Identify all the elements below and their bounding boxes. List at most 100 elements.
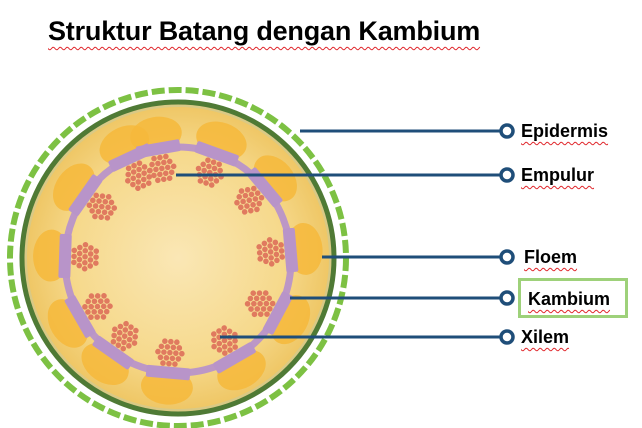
xylem-cell bbox=[141, 170, 147, 176]
xylem-cell bbox=[82, 259, 88, 266]
xylem-cell bbox=[93, 248, 100, 254]
xylem-cell bbox=[121, 333, 128, 339]
xylem-cell bbox=[105, 194, 112, 200]
xylem-cluster bbox=[110, 320, 139, 352]
xylem-cell bbox=[164, 344, 171, 350]
xylem-cell bbox=[153, 166, 159, 173]
xylem-cell bbox=[92, 213, 98, 220]
xylem-cell bbox=[101, 209, 108, 216]
xylem-cell bbox=[107, 303, 113, 309]
xylem-cell bbox=[151, 155, 157, 162]
xylem-cell bbox=[238, 204, 244, 211]
xylem-cell bbox=[247, 295, 254, 302]
xylem-cell bbox=[258, 194, 265, 201]
xylem-cell bbox=[240, 198, 246, 205]
xylem-cell bbox=[130, 175, 137, 182]
cambium-segment bbox=[194, 141, 239, 167]
xylem-cell bbox=[155, 160, 161, 167]
callout-dot-icon bbox=[499, 249, 515, 265]
xylem-cell bbox=[170, 163, 177, 170]
xylem-cell bbox=[176, 345, 183, 351]
xylem-cell bbox=[244, 186, 251, 193]
xylem-cell bbox=[112, 326, 118, 333]
xylem-cell bbox=[200, 161, 207, 168]
xylem-cell bbox=[102, 198, 109, 205]
xylem-cell bbox=[91, 298, 98, 305]
xylem-cell bbox=[179, 350, 185, 357]
xylem-cell bbox=[174, 339, 180, 346]
xylem-cell bbox=[260, 295, 266, 302]
xylem-cell bbox=[99, 193, 106, 199]
xylem-cell bbox=[76, 256, 83, 263]
cambium-segment bbox=[282, 227, 299, 273]
xylem-cell bbox=[168, 169, 175, 176]
xylem-cell bbox=[87, 251, 94, 257]
xylem-cell bbox=[279, 254, 285, 260]
label-kambium: Kambium bbox=[528, 289, 611, 309]
xylem-cell bbox=[241, 209, 248, 215]
xylem-cell bbox=[128, 324, 134, 330]
xylem-cell bbox=[130, 169, 137, 175]
xylem-cell bbox=[175, 356, 182, 362]
xylem-cell bbox=[127, 330, 134, 337]
xylem-cell bbox=[216, 328, 222, 334]
xylem-cell bbox=[253, 295, 260, 302]
xylem-cell bbox=[132, 334, 138, 340]
xylem-cell bbox=[136, 166, 142, 173]
xylem-cell bbox=[85, 309, 91, 315]
xylem-cell bbox=[157, 171, 163, 178]
xylem-cell bbox=[166, 360, 172, 367]
xylem-cell bbox=[216, 161, 223, 168]
xylem-cell bbox=[88, 245, 94, 251]
xylem-cell bbox=[133, 327, 139, 334]
xylem-cell bbox=[254, 306, 261, 312]
callout-dot-icon bbox=[499, 290, 515, 306]
xylem-cluster bbox=[244, 290, 276, 318]
xylem-cell bbox=[252, 196, 259, 202]
xylem-cell bbox=[161, 159, 167, 166]
diagram-title: Struktur Batang dengan Kambium bbox=[48, 16, 481, 46]
xylem-cell bbox=[266, 295, 272, 302]
xylem-cell bbox=[126, 336, 133, 343]
xylem-cell bbox=[95, 208, 102, 215]
xylem-cell bbox=[205, 157, 211, 164]
callout-dot-icon bbox=[499, 329, 515, 345]
xylem-cell bbox=[257, 256, 264, 262]
xylem-cell bbox=[173, 350, 179, 356]
xylem-cell bbox=[222, 350, 228, 356]
cambium-segments bbox=[58, 139, 299, 381]
xylem-cell bbox=[278, 248, 285, 254]
xylem-cluster bbox=[82, 293, 113, 320]
xylem-cell bbox=[160, 176, 167, 183]
leader-lines bbox=[176, 129, 505, 339]
xylem-cell bbox=[108, 210, 114, 216]
xylem-cell bbox=[272, 239, 279, 246]
xylem-cell bbox=[94, 303, 101, 310]
xylem-cell bbox=[146, 174, 152, 180]
xylem-cell bbox=[89, 208, 95, 214]
xylem-cell bbox=[261, 240, 268, 247]
xylem-cell bbox=[110, 338, 117, 345]
xylem-cell bbox=[82, 241, 89, 248]
xylem-cell bbox=[87, 263, 94, 269]
xylem-cell bbox=[251, 311, 258, 318]
xylem-cell bbox=[264, 311, 270, 317]
xylem-cell bbox=[273, 251, 280, 258]
xylem-cell bbox=[256, 244, 262, 250]
xylem-cell bbox=[251, 300, 257, 307]
cambium-segment bbox=[246, 167, 283, 208]
xylem-cell bbox=[76, 262, 83, 269]
xylem-cell bbox=[257, 311, 264, 317]
label-floem: Floem bbox=[524, 247, 578, 267]
xylem-cell bbox=[116, 336, 122, 342]
xylem-cell bbox=[211, 337, 217, 344]
xylem-cell bbox=[159, 165, 165, 172]
xylem-cell bbox=[116, 329, 123, 336]
xylem-cell bbox=[167, 349, 173, 356]
xylem-cell bbox=[216, 347, 223, 353]
xylem-cell bbox=[82, 247, 89, 254]
xylem-cell bbox=[168, 338, 174, 345]
xylem-cell bbox=[85, 298, 91, 305]
xylem-cell bbox=[135, 179, 142, 185]
xylem-cell bbox=[135, 172, 142, 179]
